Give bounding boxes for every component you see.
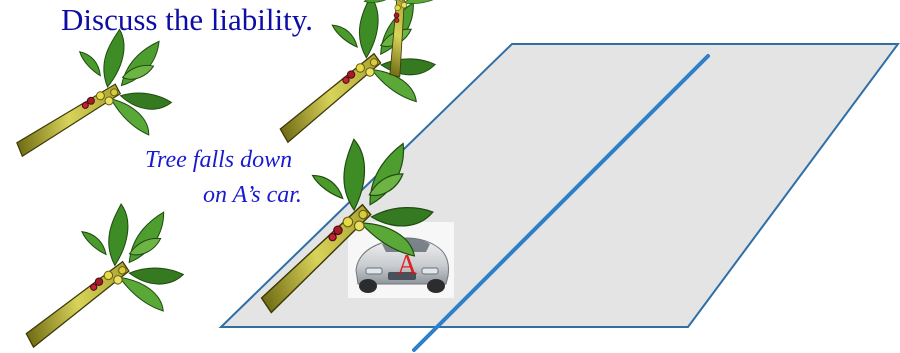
slide-title: Discuss the liability. (61, 2, 313, 38)
tree-branch-icon (4, 194, 192, 348)
caption-line-2: on A’s car. (203, 182, 302, 209)
tree-branch-icon (6, 25, 175, 157)
caption-line-1: Tree falls down (145, 147, 292, 174)
car-label: A (397, 250, 417, 282)
